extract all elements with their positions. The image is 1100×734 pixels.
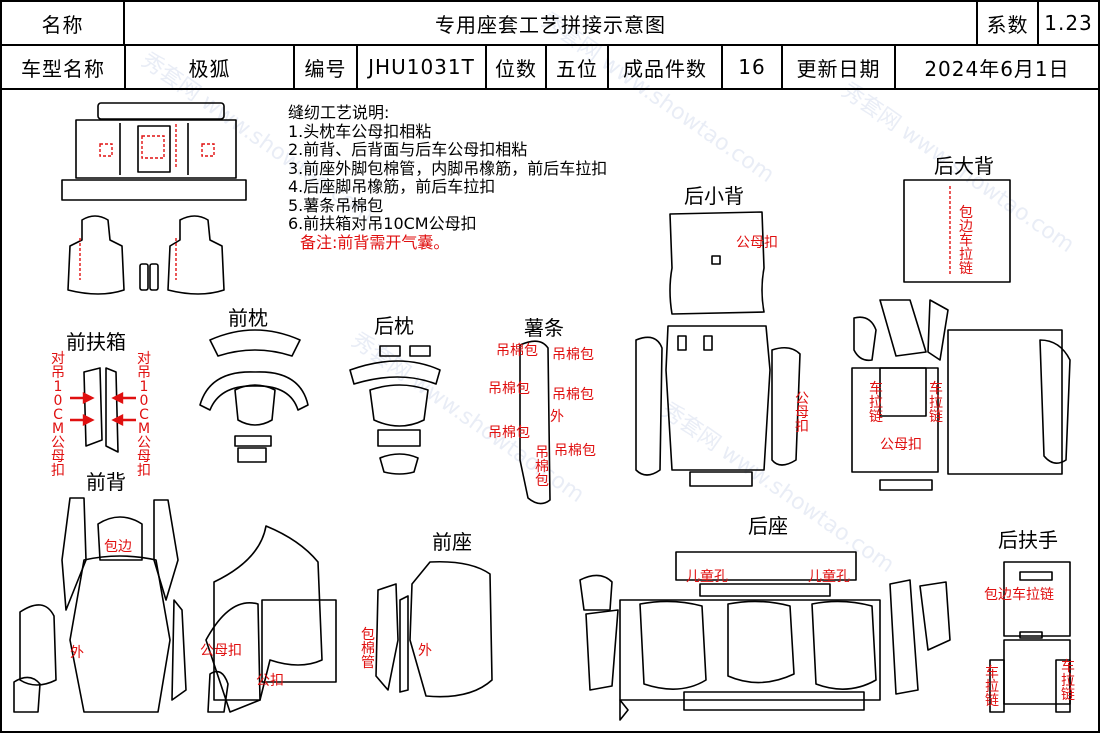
annotation-buckle: 公扣 <box>256 673 284 689</box>
annotation-edge-zip: 包边车拉链 <box>959 205 973 277</box>
pieces-label: 成品件数 <box>623 56 707 81</box>
notes-line: 4.后座脚吊橡筋，前后车拉扣 <box>288 177 496 196</box>
rear-big-back-pattern <box>851 179 1071 491</box>
page-title: 专用座套工艺拼接示意图 <box>435 12 666 37</box>
rear-seat-pattern <box>579 551 951 721</box>
label-front-armrest: 前扶箱 <box>66 330 126 354</box>
annotation-hang-cotton: 吊棉包 <box>554 443 596 459</box>
annotation-outer: 外 <box>550 409 564 425</box>
rear-small-back-pattern <box>669 211 765 315</box>
car-value: 极狐 <box>188 56 231 81</box>
notes-title: 缝纫工艺说明: <box>288 103 390 122</box>
thumbnail-rear-seat <box>61 102 247 201</box>
notes-line: 2.前背、后背面与后车公母扣相粘 <box>288 140 528 159</box>
notes-line: 5.薯条吊棉包 <box>288 195 384 215</box>
notes-line: 6.前扶箱对吊10CM公母扣 <box>288 214 477 233</box>
label-front-back: 前背 <box>86 470 126 494</box>
seats-value: 五位 <box>556 56 598 81</box>
middle-back-panels <box>205 525 337 713</box>
annotation-outer: 外 <box>418 643 432 659</box>
annotation-edge-zip: 包边车拉链 <box>984 587 1054 603</box>
front-back-pattern <box>13 497 187 713</box>
name-label: 名称 <box>41 12 84 37</box>
label-rear-small-back: 后小背 <box>684 184 744 208</box>
code-label: 编号 <box>304 56 347 81</box>
rear-armrest-pattern <box>989 561 1071 713</box>
front-seat-pattern <box>375 560 493 698</box>
label-rear-pillow: 后枕 <box>374 314 414 338</box>
label-rear-big-back: 后大背 <box>934 154 994 178</box>
front-pillow-pattern <box>199 329 309 463</box>
annotation-child-hole: 儿童孔 <box>686 569 728 585</box>
rear-small-back-lower <box>635 325 801 487</box>
coef-label: 系数 <box>986 12 1029 37</box>
notes-line: 1.头枕车公母扣相粘 <box>288 121 432 141</box>
label-fries: 薯条 <box>524 316 564 340</box>
annotation-hang-cotton: 吊棉包 <box>496 343 538 359</box>
annotation-outer: 外 <box>70 645 84 661</box>
annotation-male-female: 公母扣 <box>200 643 242 659</box>
annotation-zip: 车拉链 <box>985 665 999 709</box>
notes-line: 3.前座外脚包棉管，内脚吊橡筋，前后车拉扣 <box>288 158 608 178</box>
annotation-hang-right: 对吊10CM公母扣 <box>137 351 151 479</box>
annotation-child-hole: 儿童孔 <box>808 569 850 585</box>
thumbnail-front-seats <box>67 215 225 295</box>
sewing-notes: 缝纫工艺说明: 1.头枕车公母扣相粘 2.前背、后背面与后车公母扣相粘 3.前座… <box>288 103 608 252</box>
annotation-zip: 车拉链 <box>869 381 883 425</box>
coef-value: 1.23 <box>1044 11 1093 35</box>
annotation-male-female: 公母扣 <box>880 437 922 453</box>
car-label: 车型名称 <box>21 56 105 81</box>
annotation-male-female: 公母扣 <box>736 235 778 251</box>
code-value: JHU1031T <box>368 55 475 79</box>
annotation-male-female: 公母扣 <box>795 391 809 435</box>
annotation-hang-cotton: 吊棉包 <box>488 425 530 441</box>
annotation-hang-cotton: 吊棉包 <box>535 445 549 489</box>
label-rear-seat: 后座 <box>748 514 788 538</box>
date-value: 2024年6月1日 <box>924 56 1070 81</box>
annotation-cotton-tube: 包棉管 <box>361 627 375 671</box>
date-label: 更新日期 <box>796 56 881 81</box>
fries-pattern <box>519 340 551 505</box>
front-armrest-pattern <box>83 367 119 453</box>
label-front-pillow: 前枕 <box>228 306 268 330</box>
annotation-hang-cotton: 吊棉包 <box>552 387 594 403</box>
annotation-hang-cotton: 吊棉包 <box>488 381 530 397</box>
label-rear-armrest: 后扶手 <box>998 528 1058 552</box>
notes-remark: 备注:前背需开气囊。 <box>300 232 450 252</box>
rear-pillow-pattern <box>349 345 441 475</box>
seats-label: 位数 <box>495 56 537 81</box>
label-front-seat: 前座 <box>432 530 472 554</box>
annotation-hang-cotton: 吊棉包 <box>552 347 594 363</box>
annotation-zip: 车拉链 <box>929 381 943 425</box>
pieces-value: 16 <box>738 55 766 79</box>
annotation-zip: 车拉链 <box>1061 659 1075 703</box>
annotation-hang-left: 对吊10CM公母扣 <box>51 351 65 479</box>
annotation-edge: 包边 <box>104 539 132 555</box>
